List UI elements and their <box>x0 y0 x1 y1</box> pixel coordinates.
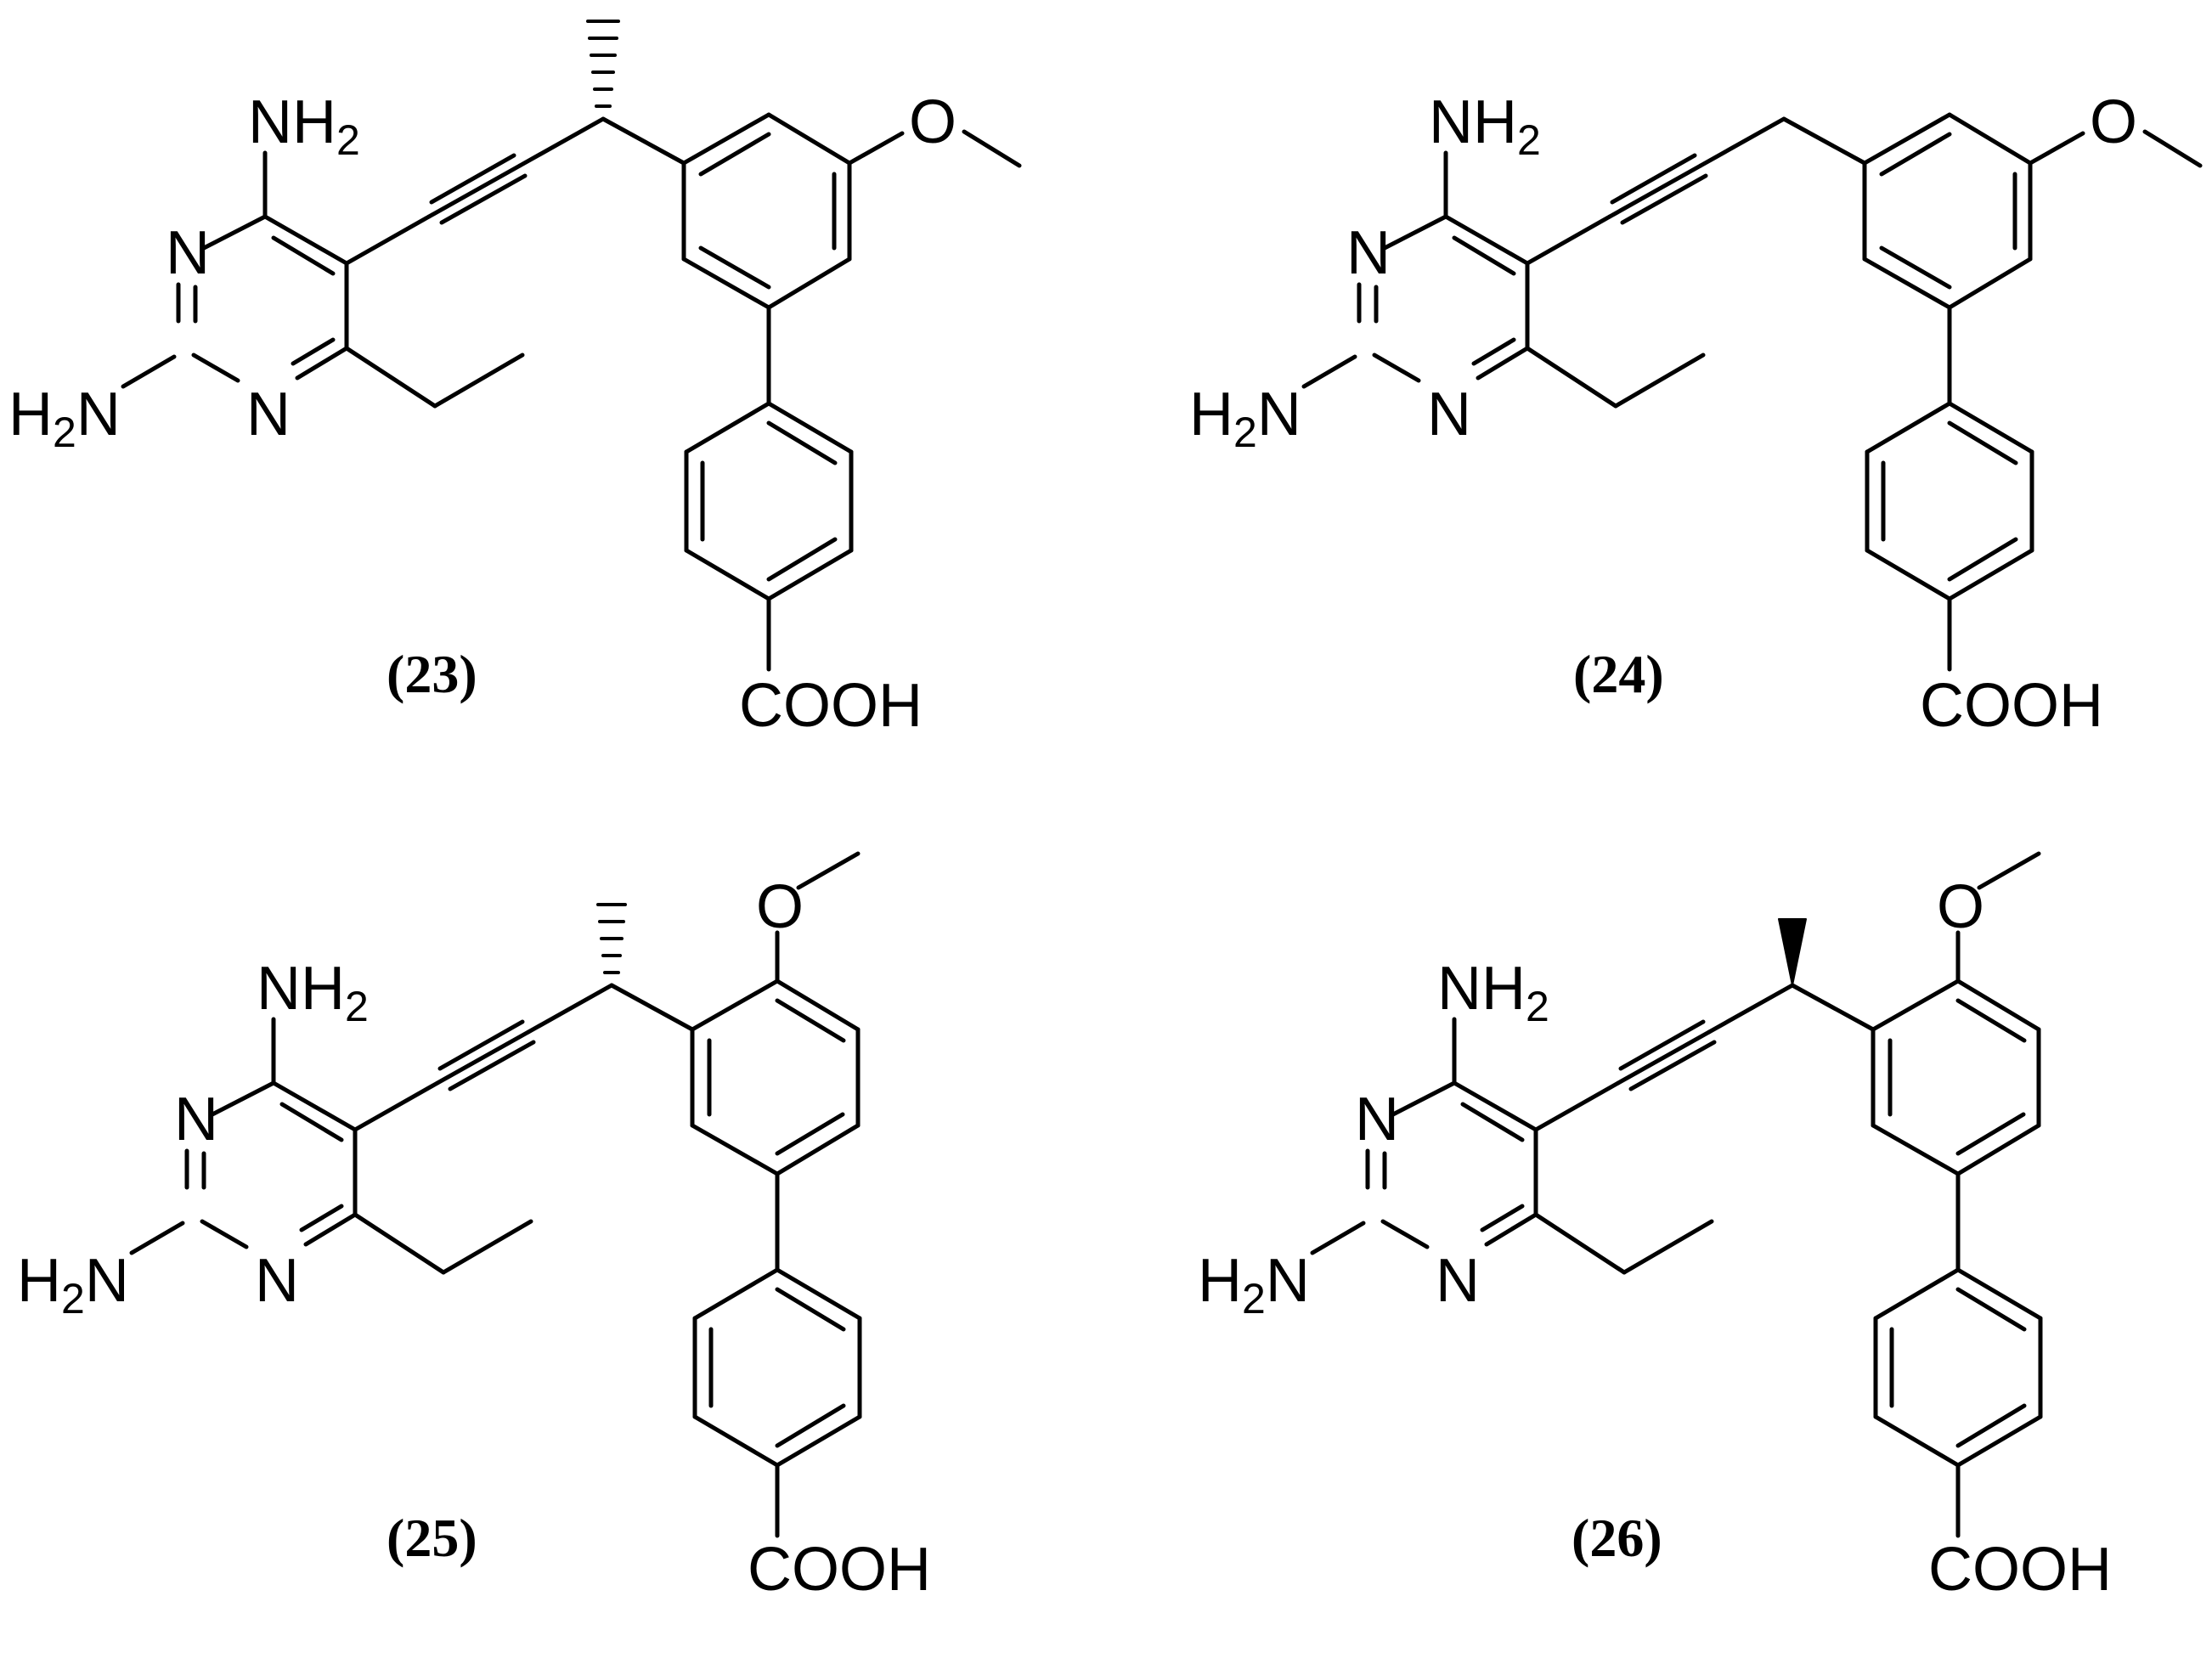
compound-24: NH2 N N H2N O COOH (24) <box>1189 88 2203 740</box>
methoxy-oxygen: O <box>1937 873 1984 941</box>
benzoic-ring <box>1865 305 2034 672</box>
triple-bond <box>435 983 614 1091</box>
amino-top-label: NH2 <box>1429 88 1541 164</box>
ring-nitrogen-bottom: N <box>255 1247 299 1315</box>
triple-bond <box>426 116 606 225</box>
ring-nitrogen-bottom: N <box>1436 1247 1480 1315</box>
amino-top-label: NH2 <box>257 955 369 1030</box>
amino-left-label: H2N <box>1198 1247 1310 1322</box>
methoxy-oxygen: O <box>2090 88 2137 156</box>
pyrimidine-ring <box>1365 1080 1538 1249</box>
ring-nitrogen-left: N <box>174 1086 218 1153</box>
methoxy-group <box>847 129 1022 168</box>
ring-nitrogen-bottom: N <box>246 381 291 448</box>
compound-label: (26) <box>1572 1508 1662 1568</box>
substituent-bonds <box>121 150 525 409</box>
compound-25: NH2 N N H2N O COOH (25) <box>17 851 931 1604</box>
carboxylic-acid-label: COOH <box>748 1536 931 1604</box>
substituent-bonds <box>1310 1017 1714 1275</box>
methoxy-group <box>775 851 861 984</box>
compound-label: (25) <box>387 1508 477 1568</box>
ring-nitrogen-bottom: N <box>1427 381 1471 448</box>
amino-left-label: H2N <box>1189 381 1301 456</box>
amino-top-label: NH2 <box>1437 955 1549 1030</box>
ring-nitrogen-left: N <box>1346 219 1391 287</box>
compound-label: (23) <box>387 644 477 704</box>
amino-top-label: NH2 <box>248 88 360 164</box>
central-aryl-ring <box>609 978 861 1176</box>
carboxylic-acid-label: COOH <box>1920 672 2103 740</box>
carboxylic-acid-label: COOH <box>739 672 923 740</box>
central-aryl-ring <box>1781 112 2033 310</box>
amino-left-label: H2N <box>8 381 121 456</box>
compound-26: NH2 N N H2N O COOH (26) <box>1198 851 2112 1604</box>
central-aryl-ring <box>1790 978 2041 1176</box>
central-aryl-ring <box>601 112 852 310</box>
pyrimidine-ring <box>1357 214 1530 383</box>
compound-23: NH2 N N H2N O COOH (23) <box>8 20 1022 740</box>
carboxylic-acid-label: COOH <box>1928 1536 2112 1604</box>
compound-label: (24) <box>1573 644 1664 704</box>
triple-bond <box>1607 116 1786 225</box>
methoxy-group <box>1955 851 2041 984</box>
triple-bond <box>1616 983 1795 1091</box>
benzoic-ring <box>1873 1171 2043 1538</box>
methoxy-oxygen: O <box>756 873 804 941</box>
ring-nitrogen-left: N <box>1355 1086 1399 1153</box>
substituent-bonds <box>129 1017 533 1275</box>
substituent-bonds <box>1301 150 1706 409</box>
stereo-hash-methyl <box>596 903 627 974</box>
ring-nitrogen-left: N <box>166 219 210 287</box>
stereo-hash-methyl <box>586 20 620 108</box>
methoxy-group <box>2028 129 2203 168</box>
stereo-wedge-methyl <box>1778 918 1807 986</box>
methoxy-oxygen: O <box>909 88 956 156</box>
benzoic-ring <box>684 305 854 672</box>
benzoic-ring <box>692 1171 862 1538</box>
amino-left-label: H2N <box>17 1247 129 1322</box>
pyrimidine-ring <box>184 1080 358 1249</box>
pyrimidine-ring <box>176 214 349 383</box>
